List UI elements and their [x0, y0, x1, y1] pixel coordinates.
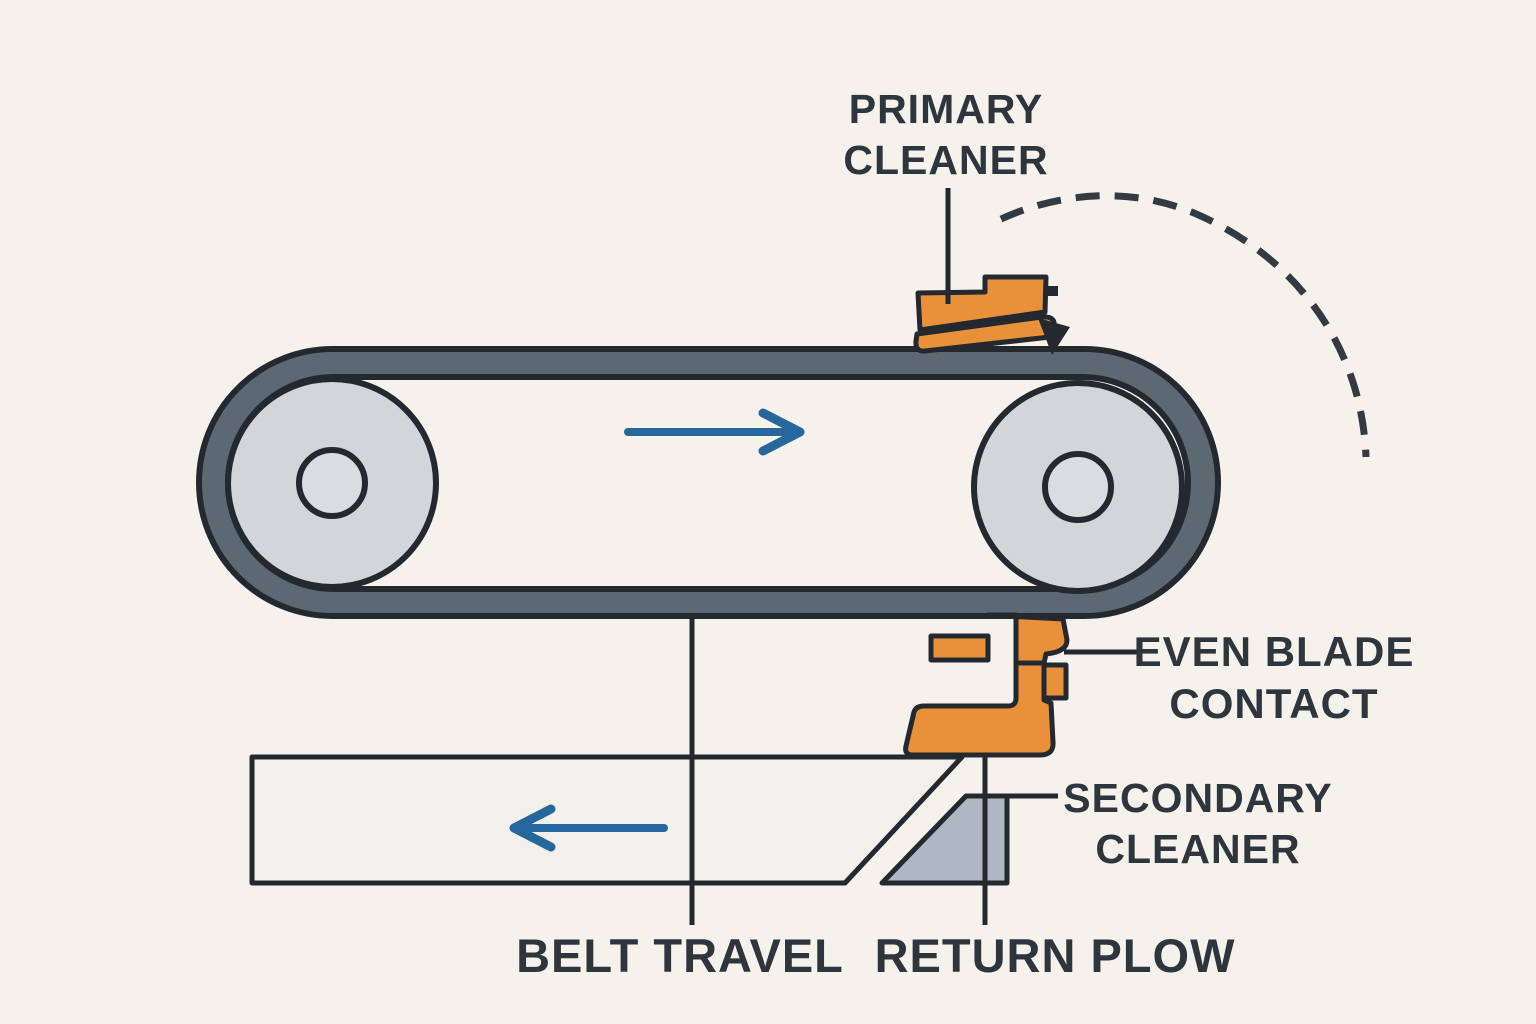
- primary-cleaner-tip: [1038, 318, 1070, 355]
- primary-cleaner-shape: [913, 274, 1070, 355]
- return-structure-outline: [249, 754, 965, 886]
- right-pulley-hub: [1042, 451, 1114, 523]
- secondary-cleaner-head: [985, 612, 1070, 666]
- belt-direction-arrow-right: [624, 408, 805, 456]
- return-plow-wedge: [879, 793, 1010, 886]
- secondary-cleaner-label: SECONDARY CLEANER: [1063, 773, 1332, 875]
- label-line: EVEN BLADE: [1133, 628, 1415, 675]
- label-line: PRIMARY: [848, 86, 1044, 132]
- belt-travel-label: BELT TRAVEL: [516, 929, 844, 982]
- secondary-cleaner-shape: [903, 612, 1070, 758]
- label-line: CLEANER: [843, 136, 1049, 183]
- primary-cleaner-pin: [1044, 286, 1058, 296]
- label-line: CONTACT: [1169, 680, 1379, 728]
- primary-cleaner-body: [915, 274, 1049, 333]
- label-line: CLEANER: [1095, 825, 1301, 872]
- belt-direction-arrow-left: [509, 804, 668, 852]
- left-pulley-hub: [296, 447, 368, 519]
- discharge-trajectory-arc: [999, 192, 1370, 458]
- secondary-cleaner-bracket: [903, 660, 1056, 758]
- return-plow-label: RETURN PLOW: [874, 929, 1236, 982]
- even-blade-contact-label: EVEN BLADE CONTACT: [1134, 626, 1415, 730]
- label-line: SECONDARY: [1063, 775, 1333, 821]
- primary-cleaner-label: PRIMARY CLEANER: [843, 84, 1048, 186]
- secondary-cleaner-arm: [928, 633, 991, 663]
